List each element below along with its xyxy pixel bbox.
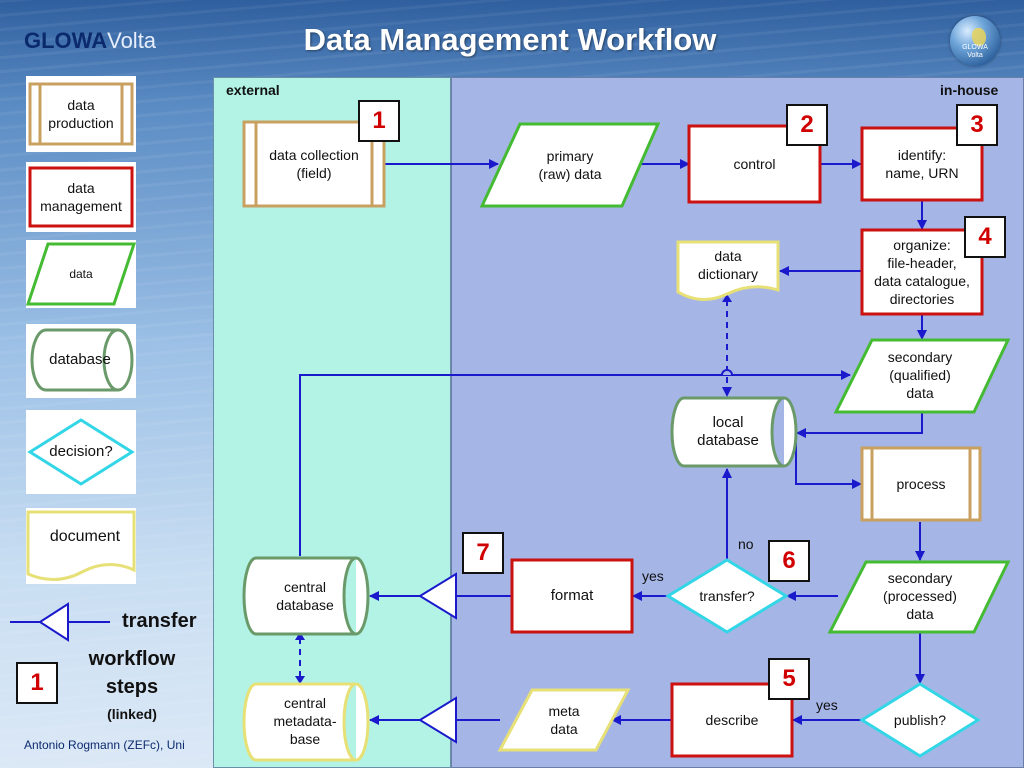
node-meta-data[interactable]: meta data — [548, 703, 580, 737]
node-data-dictionary[interactable]: data dictionary — [698, 248, 758, 282]
node-transfer-decision[interactable]: transfer? — [699, 588, 755, 604]
node-identify[interactable]: identify: name, URN — [885, 147, 959, 181]
node-organize-shape — [860, 228, 984, 316]
dashed-arrowhead-up-icon — [295, 632, 305, 640]
node-central-metadata-base[interactable]: central metadata- base — [273, 695, 337, 747]
external-lane-label: external — [226, 82, 280, 98]
node-local-database[interactable]: local database — [697, 414, 759, 449]
node-transfer-decision-shape — [665, 558, 789, 634]
node-local-database-shape — [670, 396, 798, 468]
edge-label-publish-yes: yes — [816, 697, 838, 713]
node-data-dictionary-shape — [676, 240, 780, 301]
node-control[interactable]: control — [733, 156, 776, 172]
node-process[interactable]: process — [896, 476, 946, 492]
node-identify-shape — [860, 126, 984, 202]
edge-central-secondary-link — [299, 370, 851, 556]
dashed-arrowhead-top-icon — [722, 294, 732, 302]
legend-transfer-triangle-icon — [38, 602, 69, 642]
glowa-volta-logo: GLOWAVolta — [24, 28, 156, 54]
step-badge-5: 5 — [768, 658, 810, 700]
legend-transfer-label: transfer — [122, 610, 197, 632]
node-primary-data-shape — [479, 122, 661, 208]
node-process-shape — [860, 446, 982, 522]
inhouse-lane-label: in-house — [940, 82, 999, 98]
legend-step-badge: 1 — [16, 662, 58, 704]
legend-steps-label: steps — [105, 676, 159, 698]
transfer-triangle-central-icon — [418, 572, 457, 620]
step-badge-7: 7 — [462, 532, 504, 574]
legend-database-label: database — [49, 351, 111, 368]
legend-data-shape — [25, 242, 137, 306]
footer-credit: Antonio Rogmann (ZEFc), Uni — [24, 738, 185, 752]
edge-secondary-localdb — [796, 412, 923, 438]
node-describe[interactable]: describe — [705, 712, 759, 728]
node-central-database-shape — [242, 556, 370, 636]
logo-text-glowa: GLOWA — [24, 28, 108, 53]
node-format[interactable]: format — [550, 587, 594, 604]
node-secondary-qualified[interactable]: secondary (qualified) data — [887, 349, 953, 401]
globe-label-line1: GLOWA — [962, 44, 988, 51]
legend-management-shape — [28, 166, 134, 228]
legend-data-label: data — [69, 267, 93, 281]
edge-label-transfer-no: no — [738, 536, 754, 552]
node-meta-data-shape — [497, 688, 631, 752]
logo-text-volta: Volta — [107, 28, 157, 53]
legend-data-management-label: data management — [40, 180, 122, 214]
step-badge-2: 2 — [786, 104, 828, 146]
step-badge-6: 6 — [768, 540, 810, 582]
edge-label-transfer-yes: yes — [642, 568, 664, 584]
dashed-arrowhead-down-icon — [295, 676, 305, 684]
step-badge-3: 3 — [956, 104, 998, 146]
node-organize[interactable]: organize: file-header, data catalogue, d… — [874, 237, 970, 307]
node-secondary-processed[interactable]: secondary (processed) data — [883, 570, 957, 622]
node-publish-decision[interactable]: publish? — [893, 712, 947, 728]
legend-decision-label: decision? — [49, 443, 113, 460]
node-publish-decision-shape — [859, 682, 981, 758]
globe-label-line2: Volta — [967, 52, 983, 59]
node-central-metadata-shape — [242, 682, 370, 762]
legend-data-production-label: data production — [48, 97, 114, 131]
legend-document-label: document — [49, 528, 121, 545]
legend-workflow-label: workflow — [88, 648, 176, 670]
edge-localdb-process — [795, 440, 862, 489]
legend-production-shape — [28, 82, 134, 146]
africa-map-icon — [972, 28, 986, 46]
node-central-database[interactable]: central database — [276, 579, 334, 613]
transfer-triangle-metadata-icon — [418, 696, 457, 744]
slide-title: Data Management Workflow — [303, 22, 717, 57]
globe-logo-icon: GLOWA Volta — [950, 16, 1000, 66]
node-secondary-qualified-shape — [833, 338, 1011, 414]
node-secondary-processed-shape — [827, 560, 1011, 634]
node-data-collection[interactable]: data collection (field) — [269, 147, 359, 181]
legend-decision-shape — [27, 418, 135, 486]
node-format-shape — [510, 558, 634, 634]
legend-document-shape — [26, 510, 136, 581]
line-crossing-hop — [721, 369, 733, 376]
step-badge-4: 4 — [964, 216, 1006, 258]
legend-database-shape — [30, 328, 134, 392]
globe-logo-label: GLOWA Volta — [950, 44, 1000, 60]
legend-linked-label: (linked) — [107, 706, 157, 722]
step-badge-1: 1 — [358, 100, 400, 142]
node-primary-data[interactable]: primary (raw) data — [538, 148, 602, 182]
